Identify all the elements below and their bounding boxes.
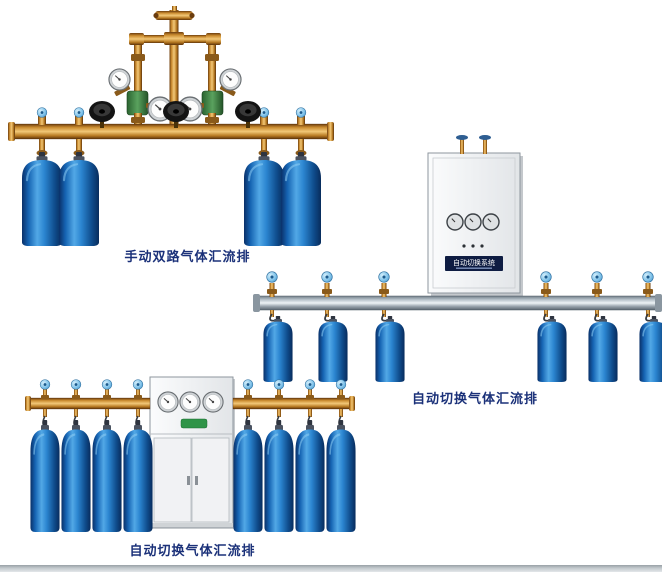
pressure-gauge	[202, 391, 224, 413]
bottom-divider	[0, 565, 662, 572]
blue-valve-cap	[591, 271, 603, 283]
gas-cylinder	[29, 420, 61, 532]
left-regulator	[108, 68, 173, 126]
cabinet-nameplate: 自动切换系统	[445, 256, 503, 271]
blue-valve-cap	[273, 379, 285, 390]
blue-valve-cap	[304, 379, 316, 390]
cabinet-gauges	[157, 391, 224, 413]
gas-bottle	[536, 316, 568, 382]
pressure-gauge	[157, 391, 179, 413]
gas-bottle	[262, 316, 294, 382]
door-handle	[187, 476, 190, 485]
product-caption-manual-dual: 手动双路气体汇流排	[124, 249, 251, 264]
product-caption-auto-switch-wall: 自动切换气体汇流排	[411, 391, 538, 406]
blue-valve-cap	[39, 379, 51, 390]
floor-cabinet	[149, 376, 235, 529]
blue-valve-cap	[378, 271, 390, 283]
gas-cylinder	[232, 420, 264, 532]
gas-cylinder	[263, 420, 295, 532]
blue-valve-cap	[642, 271, 654, 283]
blue-valve-cap	[101, 379, 113, 390]
pressure-gauge	[108, 68, 131, 91]
pressure-gauge	[179, 391, 201, 413]
gas-bottle	[317, 316, 349, 382]
blue-valve-cap	[266, 271, 278, 283]
gas-bottle	[587, 316, 619, 382]
pressure-gauge	[219, 68, 242, 91]
green-label	[180, 418, 208, 429]
blue-valve-cap	[73, 107, 85, 118]
blue-valve-cap	[540, 271, 552, 283]
auto-switch-cabinet-illustration	[25, 376, 356, 532]
manifold-pipe	[253, 294, 662, 312]
gas-cylinder	[57, 152, 101, 246]
manifold-top-piping	[129, 6, 221, 126]
gas-cylinder	[325, 420, 356, 532]
cabinet-label: 自动切换系统	[453, 258, 495, 267]
blue-valve-cap	[335, 379, 347, 390]
control-cabinet: 自动切换系统	[427, 135, 523, 296]
gas-cylinder	[122, 420, 154, 532]
right-regulator	[177, 68, 242, 126]
manual-dual-manifold-illustration	[8, 6, 334, 246]
blue-valve-cap	[242, 379, 254, 390]
gas-cylinder	[91, 420, 123, 532]
blue-valve-cap	[132, 379, 144, 390]
auto-switch-manifold-illustration: 自动切换系统	[253, 135, 662, 382]
main-header-pipe	[8, 122, 334, 141]
cabinet-doors	[153, 437, 230, 523]
gas-cylinder	[294, 420, 326, 532]
cabinet-gauges	[446, 213, 500, 231]
gas-cylinder	[60, 420, 92, 532]
left-manifold-pipe	[25, 396, 151, 411]
door-handle	[195, 476, 198, 485]
blue-valve-cap	[295, 107, 307, 118]
blue-valve-cap	[36, 107, 48, 118]
blue-valve-cap	[321, 271, 333, 283]
gas-bottle	[374, 316, 406, 382]
gas-bottle	[638, 316, 662, 382]
product-caption-auto-switch-cabinet: 自动切换气体汇流排	[129, 543, 256, 558]
blue-valve-cap	[70, 379, 82, 390]
gas-cylinder	[20, 152, 64, 246]
right-manifold-pipe	[232, 396, 355, 411]
